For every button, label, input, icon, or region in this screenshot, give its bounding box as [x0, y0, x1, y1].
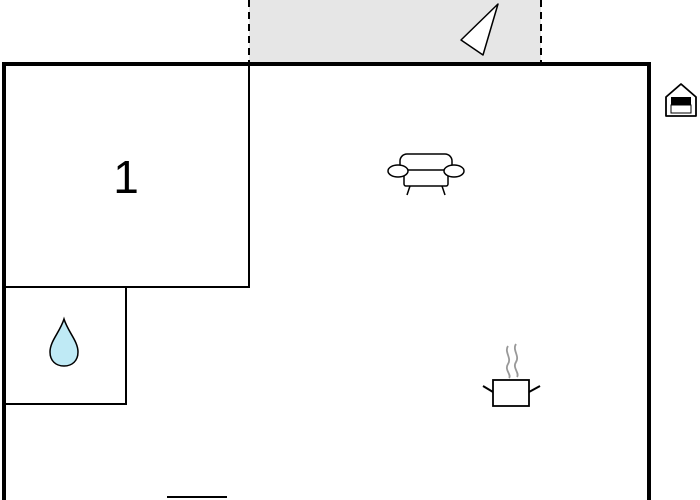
outer-walls [2, 62, 651, 500]
house-entrance-icon [665, 83, 697, 117]
cooking-pot-icon [482, 343, 541, 407]
room-number: 1 [113, 151, 139, 203]
room-bathroom [4, 287, 127, 405]
water-drop-icon [49, 316, 79, 367]
sofa-icon [387, 153, 465, 196]
sun-direction-icon [460, 3, 499, 56]
terrace-area [249, 0, 541, 64]
terrace [248, 0, 542, 64]
room-bedroom: 1 [4, 64, 250, 288]
